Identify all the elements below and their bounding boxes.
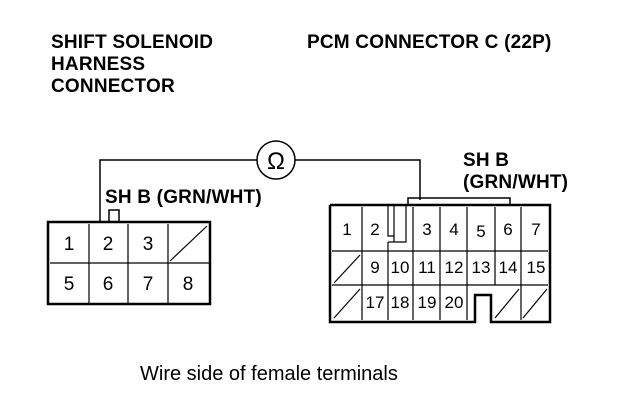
right-terminal-14: 14 (499, 258, 518, 277)
right-terminal-13: 13 (472, 258, 491, 277)
left-terminal-8: 8 (183, 274, 194, 295)
ohmmeter-icon: Ω (256, 140, 296, 180)
left-terminal-5: 5 (64, 274, 75, 295)
left-connector-terminals: 1 2 3 5 6 7 8 (64, 234, 194, 295)
right-terminal-19: 19 (418, 293, 437, 312)
right-terminal-10: 10 (391, 258, 410, 277)
left-terminal-3: 3 (143, 234, 154, 255)
right-terminal-6: 6 (503, 220, 512, 239)
left-connector-title-line-2: HARNESS (51, 54, 146, 75)
right-connector-title: PCM CONNECTOR C (22P) (307, 32, 552, 53)
test-wires (99, 159, 511, 222)
left-terminal-7: 7 (143, 274, 154, 295)
right-terminal-12: 12 (445, 258, 464, 277)
right-connector-tab (407, 197, 511, 205)
left-terminal-1: 1 (64, 234, 75, 255)
right-terminal-2: 2 (370, 220, 379, 239)
right-terminal-label-line-2: (GRN/WHT) (463, 172, 569, 193)
right-terminal-15: 15 (527, 258, 546, 277)
left-connector (46, 220, 212, 306)
left-connector-title-line-1: SHIFT SOLENOID (51, 32, 214, 53)
right-terminal-1: 1 (342, 220, 351, 239)
right-connector-terminals: 1 2 3 4 5 6 7 9 10 11 12 13 14 15 17 18 … (342, 220, 545, 312)
right-terminal-20: 20 (445, 293, 464, 312)
right-terminal-18: 18 (391, 293, 410, 312)
left-terminal-6: 6 (103, 274, 114, 295)
left-terminal-label: SH B (GRN/WHT) (105, 187, 262, 208)
left-connector-title-line-3: CONNECTOR (51, 76, 175, 97)
right-connector (328, 203, 552, 324)
right-terminal-11: 11 (418, 258, 436, 277)
right-terminal-9: 9 (370, 258, 379, 277)
right-terminal-5: 5 (476, 222, 485, 241)
blank-cell-slash (169, 225, 208, 262)
left-connector-tab (108, 209, 120, 222)
caption: Wire side of female terminals (140, 363, 398, 385)
right-terminal-7: 7 (531, 220, 540, 239)
right-terminal-4: 4 (449, 220, 458, 239)
left-wire (99, 159, 257, 222)
ohm-symbol: Ω (267, 148, 285, 175)
left-terminal-2: 2 (103, 234, 114, 255)
right-terminal-3: 3 (422, 220, 431, 239)
right-wire (295, 159, 421, 200)
right-terminal-17: 17 (366, 293, 385, 312)
right-terminal-label-line-1: SH B (463, 150, 510, 171)
